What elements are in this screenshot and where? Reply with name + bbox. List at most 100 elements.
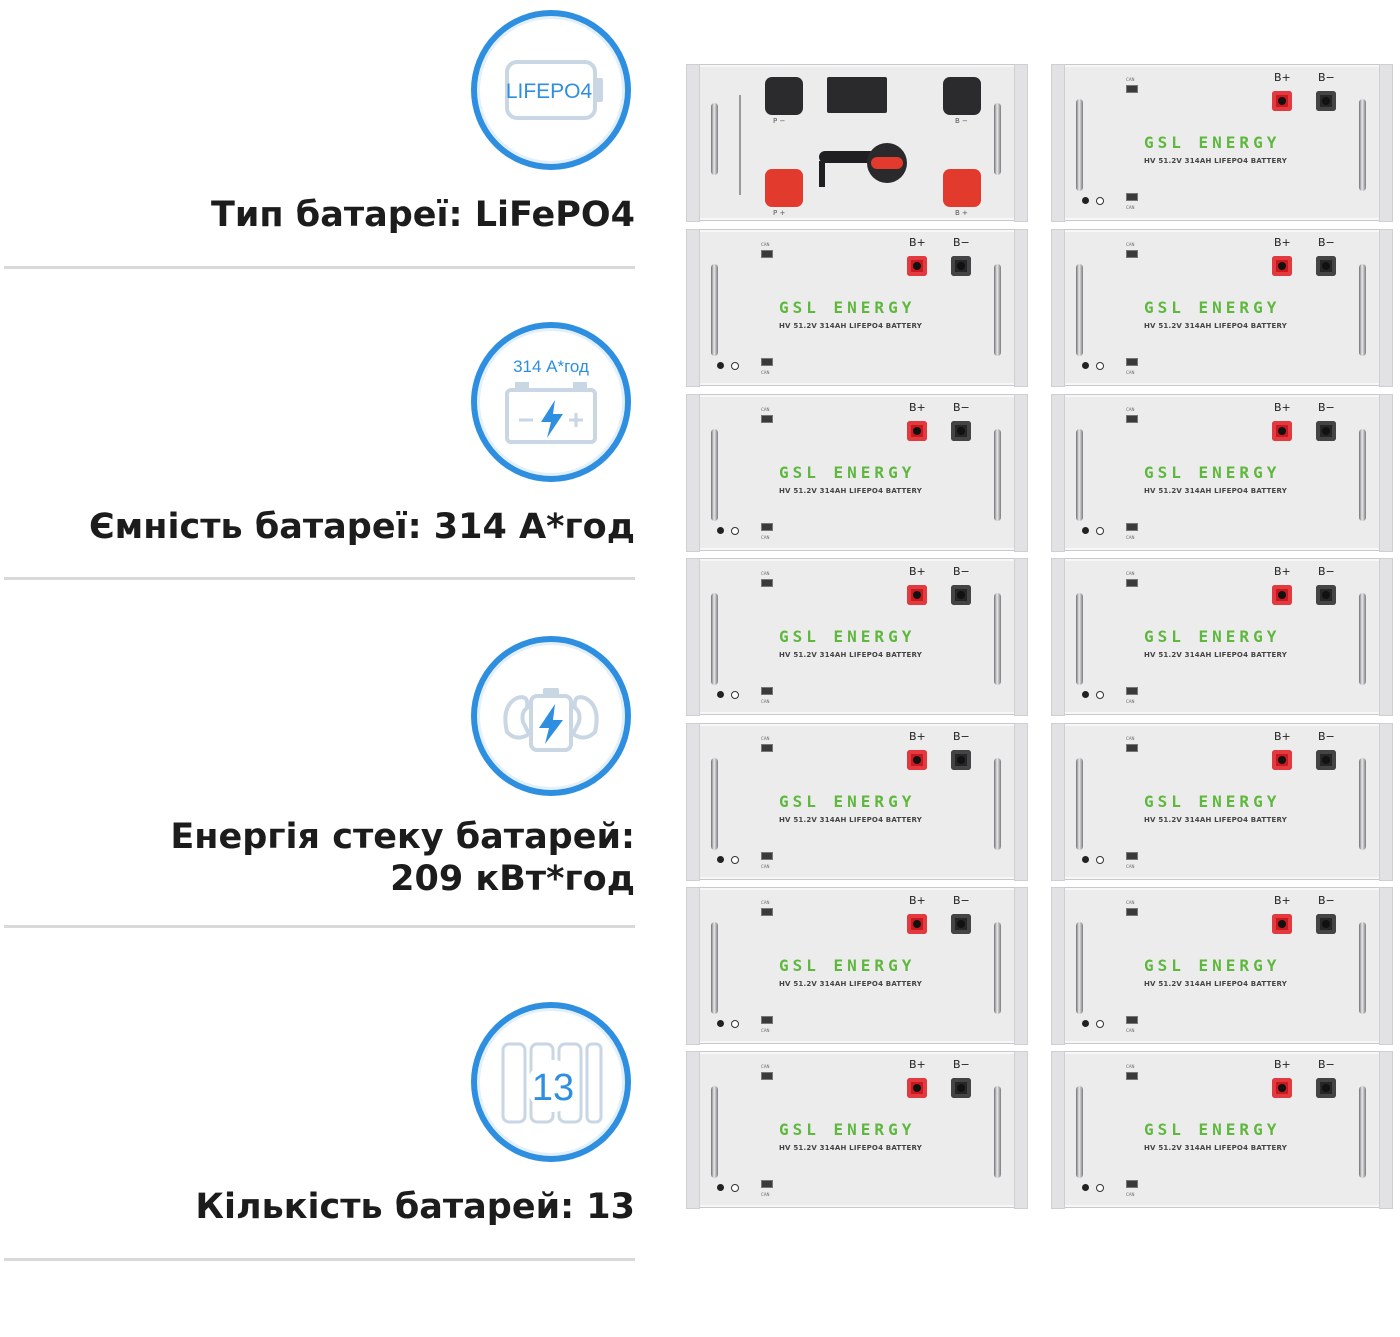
battery-capacity-icon: 314 А*год <box>471 322 631 482</box>
brand-logo: GSL ENERGY <box>1144 792 1281 811</box>
svg-text:314 А*год: 314 А*год <box>513 357 589 376</box>
brand-logo: GSL ENERGY <box>779 1120 916 1139</box>
can-label: CAN <box>761 535 770 540</box>
can-label: CAN <box>761 864 770 869</box>
ground-screw <box>717 1020 724 1027</box>
can-label: CAN <box>761 370 770 375</box>
can-label: CAN <box>1126 1192 1135 1197</box>
can-port <box>1126 908 1138 916</box>
can-label: CAN <box>761 242 770 247</box>
can-label: CAN <box>1126 205 1135 210</box>
model-label: HV 51.2V 314AH LIFEPO4 BATTERY <box>1144 157 1287 165</box>
model-label: HV 51.2V 314AH LIFEPO4 BATTERY <box>1144 651 1287 659</box>
negative-terminal <box>1316 256 1336 276</box>
high-voltage-controller: P − B − P + B + <box>686 64 1028 222</box>
negative-terminal-label: B− <box>1318 894 1335 907</box>
model-label: HV 51.2V 314AH LIFEPO4 BATTERY <box>1144 816 1287 824</box>
divider <box>4 266 635 269</box>
rack-ear <box>1379 1051 1393 1209</box>
ground-screw <box>717 856 724 863</box>
rack-ear <box>1379 394 1393 552</box>
rack-ear <box>1051 64 1065 222</box>
can-label: CAN <box>1126 900 1135 905</box>
brand-logo: GSL ENERGY <box>1144 956 1281 975</box>
handle <box>711 429 718 521</box>
positive-terminal-label: B+ <box>909 236 926 249</box>
ground-screw <box>1082 856 1089 863</box>
positive-terminal <box>907 914 927 934</box>
can-label: CAN <box>1126 1064 1135 1069</box>
negative-terminal-label: B− <box>953 730 970 743</box>
can-label: CAN <box>1126 864 1135 869</box>
can-port <box>1126 1180 1138 1188</box>
model-label: HV 51.2V 314AH LIFEPO4 BATTERY <box>779 322 922 330</box>
b-minus-label: B − <box>955 117 968 125</box>
negative-terminal-label: B− <box>1318 71 1335 84</box>
can-port <box>761 744 773 752</box>
rack-ear <box>1014 394 1028 552</box>
ground-screw <box>1082 527 1089 534</box>
can-label: CAN <box>1126 699 1135 704</box>
positive-terminal <box>907 750 927 770</box>
can-port <box>761 250 773 258</box>
handle <box>1359 264 1366 356</box>
model-label: HV 51.2V 314AH LIFEPO4 BATTERY <box>779 816 922 824</box>
can-label: CAN <box>1126 77 1135 82</box>
rack-ear <box>1014 64 1028 222</box>
divider <box>4 577 635 580</box>
positive-terminal-label: B+ <box>1274 236 1291 249</box>
rack-ear <box>686 723 700 881</box>
power-switch <box>731 1184 739 1192</box>
can-label: CAN <box>761 1064 770 1069</box>
power-switch <box>1096 362 1104 370</box>
positive-terminal-label: B+ <box>909 401 926 414</box>
can-port <box>761 852 773 860</box>
can-port <box>1126 852 1138 860</box>
brand-logo: GSL ENERGY <box>779 792 916 811</box>
divider <box>4 925 635 928</box>
power-switch <box>731 691 739 699</box>
can-label: CAN <box>1126 1028 1135 1033</box>
rack-ear <box>686 64 700 222</box>
breaker-switch <box>819 143 907 187</box>
brand-logo: GSL ENERGY <box>779 627 916 646</box>
model-label: HV 51.2V 314AH LIFEPO4 BATTERY <box>779 980 922 988</box>
positive-terminal-label: B+ <box>1274 894 1291 907</box>
brand-logo: GSL ENERGY <box>779 298 916 317</box>
rack-ear <box>1051 887 1065 1045</box>
negative-terminal-label: B− <box>1318 730 1335 743</box>
positive-terminal-label: B+ <box>909 1058 926 1071</box>
stack-energy-label-line1: Енергія стеку батарей: <box>170 817 635 857</box>
positive-terminal <box>907 421 927 441</box>
negative-terminal <box>951 914 971 934</box>
negative-terminal <box>951 256 971 276</box>
can-label: CAN <box>1126 242 1135 247</box>
handle <box>1359 1086 1366 1178</box>
can-label: CAN <box>1126 736 1135 741</box>
can-port <box>1126 523 1138 531</box>
battery-type-label: Тип батареї: LiFePO4 <box>211 195 635 235</box>
power-switch <box>731 1020 739 1028</box>
brand-logo: GSL ENERGY <box>1144 133 1281 152</box>
stack-energy-label-line2: 209 кВт*год <box>390 859 635 899</box>
negative-terminal <box>1316 1078 1336 1098</box>
ground-screw <box>1082 197 1089 204</box>
power-switch <box>1096 856 1104 864</box>
can-port <box>1126 415 1138 423</box>
rack-ear <box>1014 229 1028 387</box>
power-switch <box>1096 197 1104 205</box>
positive-terminal-label: B+ <box>909 894 926 907</box>
negative-terminal-label: B− <box>953 565 970 578</box>
positive-terminal <box>907 256 927 276</box>
handle <box>711 264 718 356</box>
can-label: CAN <box>1126 535 1135 540</box>
rack-ear <box>1051 1051 1065 1209</box>
negative-terminal-label: B− <box>953 236 970 249</box>
negative-terminal-label: B− <box>953 401 970 414</box>
rack-ear <box>686 887 700 1045</box>
b-plus-connector <box>943 169 981 207</box>
positive-terminal-label: B+ <box>1274 1058 1291 1071</box>
can-label: CAN <box>761 571 770 576</box>
negative-terminal <box>1316 421 1336 441</box>
